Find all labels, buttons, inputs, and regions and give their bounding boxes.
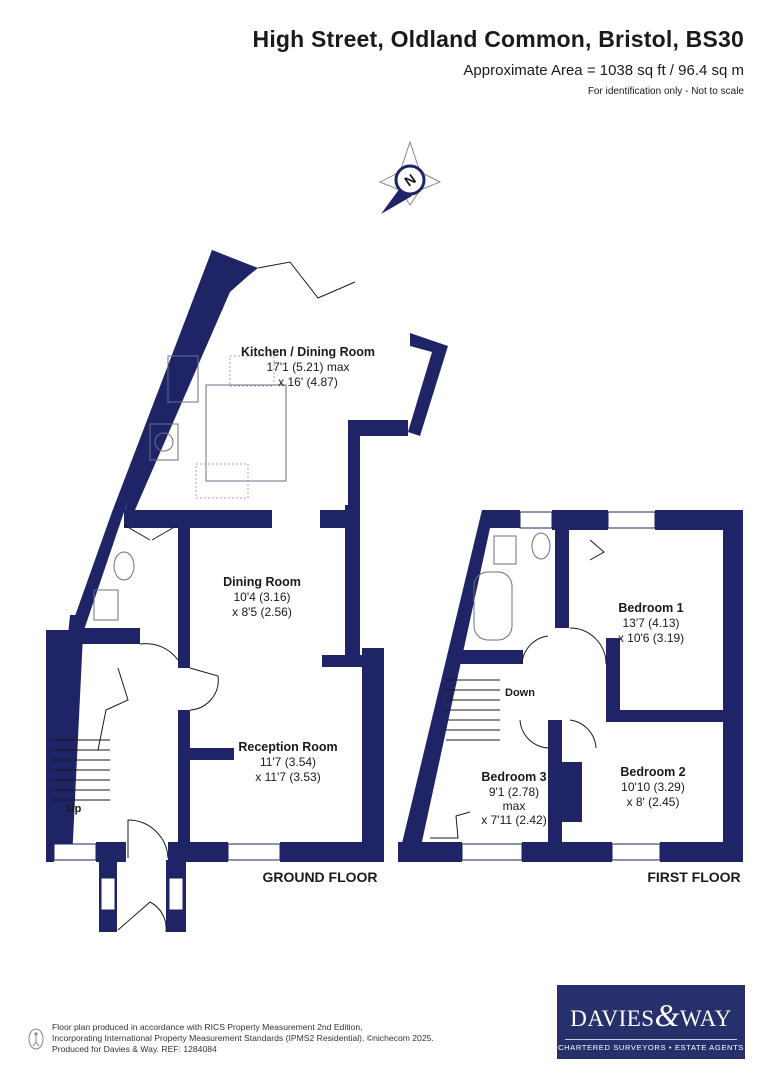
room-dimension: x 7'11 (2.42) <box>481 813 546 827</box>
ground-floor-walls <box>46 250 448 932</box>
room-dimension: x 8' (2.45) <box>627 795 680 809</box>
room-label-kitchen: Kitchen / Dining Room 17'1 (5.21) max x … <box>241 345 375 389</box>
room-name: Dining Room <box>223 575 301 589</box>
ground-floor-windows <box>53 843 281 911</box>
footer-line: Incorporating International Property Mea… <box>52 1033 434 1043</box>
ground-floor-fixtures <box>52 261 356 933</box>
accessibility-icon <box>28 1028 44 1050</box>
ground-floor-plan <box>46 250 448 933</box>
logo-tagline: CHARTERED SURVEYORS • ESTATE AGENTS <box>558 1043 744 1052</box>
room-label-dining: Dining Room 10'4 (3.16) x 8'5 (2.56) <box>223 575 301 619</box>
room-dimension: 9'1 (2.78) <box>489 785 539 799</box>
identification-note: For identification only - Not to scale <box>587 86 744 97</box>
footer-notes: Floor plan produced in accordance with R… <box>52 1022 522 1055</box>
page-title: High Street, Oldland Common, Bristol, BS… <box>252 26 744 52</box>
room-name: Bedroom 3 <box>481 770 546 784</box>
room-name: Bedroom 1 <box>618 601 683 615</box>
logo-name-right: WAY <box>679 1006 732 1031</box>
footer-line: Produced for Davies & Way. REF: 1284084 <box>52 1044 217 1054</box>
agency-logo: DAVIES&WAY CHARTERED SURVEYORS • ESTATE … <box>557 985 745 1059</box>
room-label-bedroom-2: Bedroom 2 10'10 (3.29) x 8' (2.45) <box>620 765 685 809</box>
room-label-bedroom-3: Bedroom 3 9'1 (2.78) max x 7'11 (2.42) <box>481 770 546 827</box>
room-dimension: 11'7 (3.54) <box>260 755 316 769</box>
logo-name-left: DAVIES <box>570 1006 655 1031</box>
room-dimension: x 8'5 (2.56) <box>232 605 292 619</box>
room-name: Bedroom 2 <box>620 765 685 779</box>
room-dimension: x 11'7 (3.53) <box>255 770 320 784</box>
stairs-down-label: Down <box>505 687 535 699</box>
first-floor-label: FIRST FLOOR <box>647 869 740 885</box>
room-dimension: 10'4 (3.16) <box>234 590 291 604</box>
approximate-area: Approximate Area = 1038 sq ft / 96.4 sq … <box>463 62 744 79</box>
room-dimension: x 10'6 (3.19) <box>618 631 684 645</box>
first-floor-windows <box>461 511 661 861</box>
room-label-reception: Reception Room 11'7 (3.54) x 11'7 (3.53) <box>238 740 337 784</box>
logo-divider <box>565 1039 737 1040</box>
logo-wordmark: DAVIES&WAY <box>557 997 745 1034</box>
first-floor-walls <box>398 510 743 862</box>
stairs-up-label: Up <box>67 803 82 815</box>
room-name: Kitchen / Dining Room <box>241 345 375 359</box>
logo-ampersand: & <box>654 997 680 1033</box>
room-dimension: 10'10 (3.29) <box>621 780 685 794</box>
room-dimension: 17'1 (5.21) max <box>267 360 350 374</box>
room-dimension: 13'7 (4.13) <box>623 616 680 630</box>
ground-floor-label: GROUND FLOOR <box>262 869 377 885</box>
first-floor-fixtures <box>430 532 607 839</box>
north-arrow-icon: N <box>378 140 442 214</box>
room-label-bedroom-1: Bedroom 1 13'7 (4.13) x 10'6 (3.19) <box>618 601 684 645</box>
first-floor-plan <box>398 510 743 862</box>
footer-line: Floor plan produced in accordance with R… <box>52 1022 363 1032</box>
room-dimension: x 16' (4.87) <box>278 375 338 389</box>
room-dimension: max <box>503 799 526 813</box>
room-name: Reception Room <box>238 740 337 754</box>
